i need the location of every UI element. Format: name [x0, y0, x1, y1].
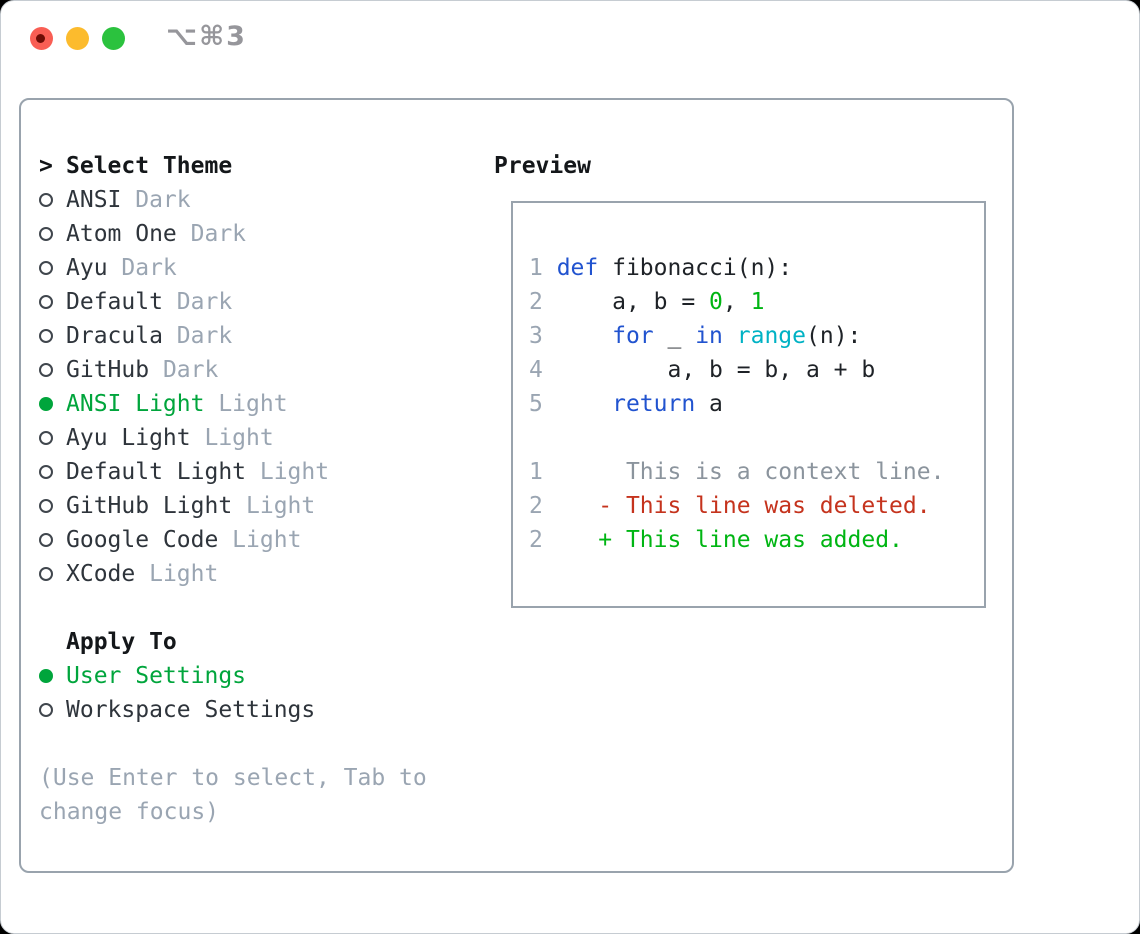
- code-line: 1 This is a context line.: [529, 459, 945, 485]
- theme-variant-label: Light: [190, 425, 274, 451]
- theme-variant-label: Dark: [176, 221, 247, 247]
- theme-option[interactable]: Google Code Light: [39, 523, 469, 557]
- theme-option[interactable]: Dracula Dark: [39, 319, 469, 353]
- close-button[interactable]: [30, 27, 53, 50]
- focus-cursor-icon: >: [39, 153, 53, 179]
- theme-option[interactable]: Default Dark: [39, 285, 469, 319]
- code-line: 5 return a: [529, 391, 723, 417]
- code-line: 2 - This line was deleted.: [529, 493, 931, 519]
- theme-option[interactable]: GitHub Dark: [39, 353, 469, 387]
- theme-option-label: Google Code: [66, 527, 219, 553]
- apply-to-option[interactable]: User Settings: [39, 659, 469, 693]
- theme-option[interactable]: ANSI Light Light: [39, 387, 469, 421]
- radio-icon: [39, 193, 53, 207]
- theme-option-label: Dracula: [66, 323, 163, 349]
- theme-variant-label: Dark: [162, 323, 233, 349]
- radio-icon: [39, 431, 53, 445]
- theme-variant-label: Dark: [107, 255, 177, 281]
- theme-option[interactable]: ANSI Dark: [39, 183, 469, 217]
- code-line: [529, 421, 984, 455]
- apply-to-title: Apply To: [66, 629, 177, 655]
- radio-icon: [39, 669, 53, 683]
- code-line: 2 + This line was added.: [529, 527, 903, 553]
- preview-pane: 1 def fibonacci(n): 2 a, b = 0, 1 3 for _ …: [511, 201, 986, 608]
- zoom-button[interactable]: [102, 27, 125, 50]
- theme-option[interactable]: Ayu Dark: [39, 251, 469, 285]
- radio-icon: [39, 499, 53, 513]
- theme-variant-label: Light: [246, 459, 330, 485]
- help-text: (Use Enter to select, Tab to change focu…: [39, 765, 427, 825]
- keyboard-shortcut-label: ⌥⌘3: [166, 21, 247, 52]
- preview-title: Preview: [494, 153, 591, 179]
- apply-to-option-label: User Settings: [66, 663, 247, 689]
- theme-variant-label: Dark: [162, 289, 233, 315]
- radio-icon: [39, 363, 53, 377]
- theme-variant-label: Light: [135, 561, 219, 587]
- code-line: 3 for _ in range(n):: [529, 323, 862, 349]
- theme-option-label: XCode: [66, 561, 136, 587]
- theme-option[interactable]: GitHub Light Light: [39, 489, 469, 523]
- code-line: 1 def fibonacci(n):: [529, 255, 793, 281]
- theme-option-label: ANSI: [66, 187, 122, 213]
- theme-option[interactable]: Default Light Light: [39, 455, 469, 489]
- theme-option-label: Ayu: [66, 255, 108, 281]
- theme-option-label: Default: [66, 289, 163, 315]
- code-line: 4 a, b = b, a + b: [529, 357, 876, 383]
- apply-to-option[interactable]: Workspace Settings: [39, 693, 469, 727]
- radio-icon: [39, 295, 53, 309]
- radio-icon: [39, 227, 53, 241]
- radio-icon: [39, 329, 53, 343]
- select-theme-header: > Select Theme: [39, 149, 469, 183]
- theme-option[interactable]: XCode Light: [39, 557, 469, 591]
- theme-option-label: Default Light: [66, 459, 247, 485]
- radio-icon: [39, 703, 53, 717]
- theme-variant-label: Dark: [149, 357, 219, 383]
- theme-option-label: Ayu Light: [66, 425, 191, 451]
- theme-variant-label: Dark: [121, 187, 191, 213]
- theme-option-label: GitHub: [66, 357, 150, 383]
- minimize-button[interactable]: [66, 27, 89, 50]
- radio-icon: [39, 465, 53, 479]
- theme-variant-label: Light: [232, 493, 316, 519]
- code-preview: 1 def fibonacci(n): 2 a, b = 0, 1 3 for _ …: [529, 251, 984, 557]
- radio-icon: [39, 397, 53, 411]
- code-line: 2 a, b = 0, 1: [529, 289, 765, 315]
- theme-option[interactable]: Ayu Light Light: [39, 421, 469, 455]
- theme-option[interactable]: Atom One Dark: [39, 217, 469, 251]
- apply-to-option-label: Workspace Settings: [66, 697, 316, 723]
- theme-variant-label: Light: [204, 391, 288, 417]
- apply-to-header: Apply To: [39, 625, 469, 659]
- titlebar: ⌥⌘3: [1, 1, 1139, 75]
- theme-option-label: Atom One: [66, 221, 177, 247]
- radio-icon: [39, 261, 53, 275]
- radio-icon: [39, 567, 53, 581]
- radio-icon: [39, 533, 53, 547]
- theme-option-label: GitHub Light: [66, 493, 233, 519]
- select-theme-title: Select Theme: [66, 153, 233, 179]
- theme-variant-label: Light: [218, 527, 302, 553]
- theme-option-label: ANSI Light: [66, 391, 205, 417]
